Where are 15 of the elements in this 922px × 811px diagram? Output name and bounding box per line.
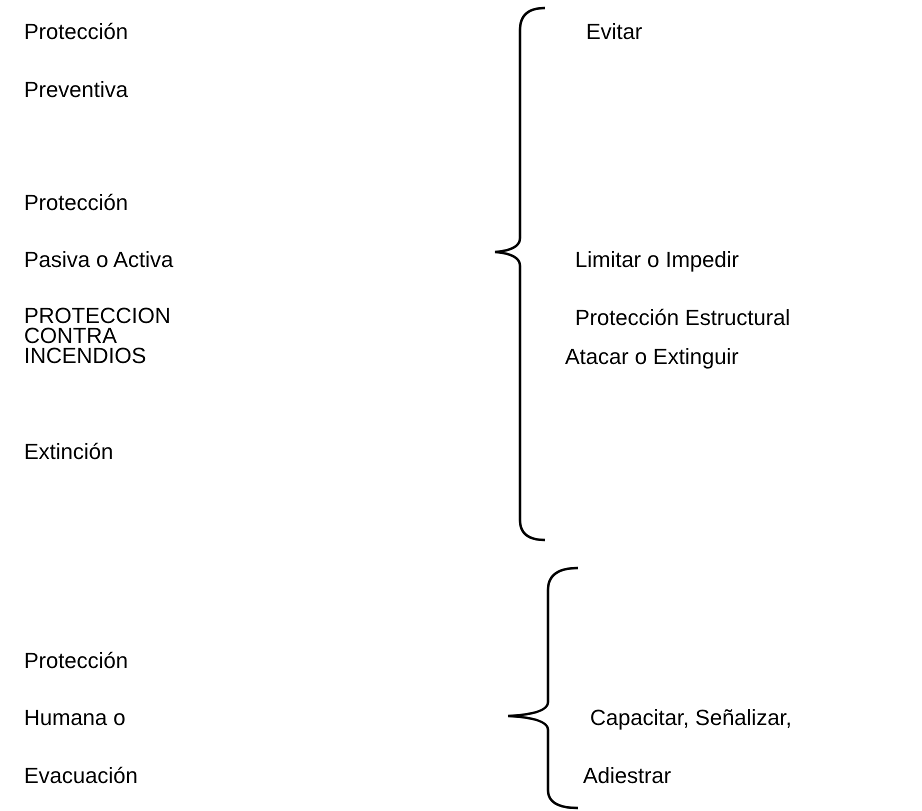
label-text: Atacar o Extinguir xyxy=(565,345,739,369)
label-text: Limitar o Impedir xyxy=(575,248,739,272)
label-text: Protección Estructural xyxy=(575,306,790,330)
label-text: Evitar xyxy=(586,20,642,44)
label-text: Capacitar, Señalizar, xyxy=(590,706,792,730)
label-text: Protección xyxy=(24,20,128,44)
label-text: Protección xyxy=(24,191,128,215)
label-text: Extinción xyxy=(24,440,114,464)
label-text: Protección xyxy=(24,649,128,673)
label-text: PROTECCION CONTRA INCENDIOS xyxy=(24,306,172,366)
label-text: Humana o xyxy=(24,706,126,730)
label-text: Evacuación xyxy=(24,764,138,788)
label-text: Preventiva xyxy=(24,78,128,102)
label-text: Pasiva o Activa xyxy=(24,248,174,272)
label-text: Adiestrar xyxy=(583,764,672,788)
